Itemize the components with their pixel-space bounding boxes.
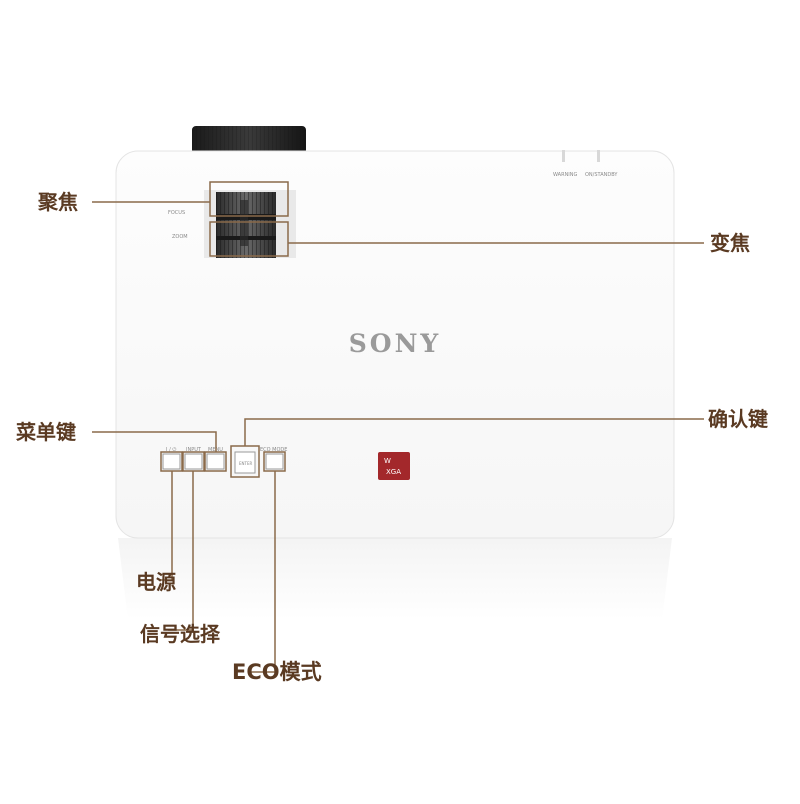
sony-logo: SONY bbox=[349, 329, 442, 358]
input-button[interactable] bbox=[185, 454, 202, 469]
svg-text:W: W bbox=[384, 457, 391, 465]
callout-focus: 聚焦 bbox=[38, 192, 78, 212]
lens-rings bbox=[204, 190, 296, 258]
callout-menu: 菜单键 bbox=[16, 422, 76, 442]
body-reflection bbox=[118, 538, 672, 620]
wxga-badge: W XGA bbox=[378, 452, 410, 480]
eco-mode-button[interactable] bbox=[266, 454, 283, 469]
focus-label: FOCUS bbox=[168, 210, 185, 216]
zoom-label: ZOOM bbox=[172, 234, 188, 240]
svg-text:XGA: XGA bbox=[386, 468, 401, 476]
lens-barrel bbox=[192, 126, 306, 154]
callout-enter: 确认键 bbox=[708, 409, 768, 429]
power-button[interactable] bbox=[163, 454, 180, 469]
callout-eco: ECO模式 bbox=[232, 662, 322, 683]
standby-label: ON/STANDBY bbox=[585, 172, 618, 178]
callout-zoom: 变焦 bbox=[710, 233, 750, 253]
warning-label: WARNING bbox=[553, 172, 578, 178]
callout-power: 电源 bbox=[136, 572, 176, 592]
menu-button[interactable] bbox=[207, 454, 224, 469]
callout-input: 信号选择 bbox=[140, 624, 220, 644]
enter-button-label: ENTER bbox=[239, 461, 252, 466]
